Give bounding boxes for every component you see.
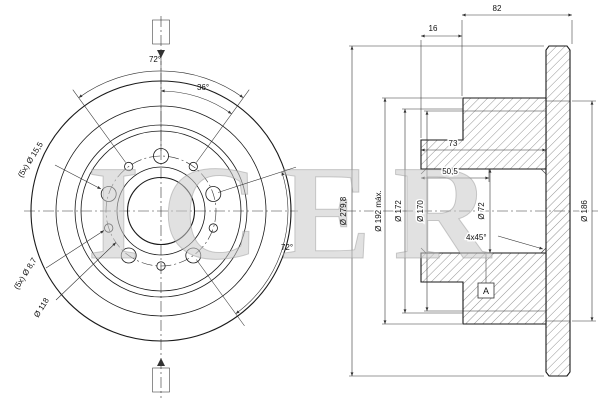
centre-bore-circle bbox=[126, 176, 196, 246]
section-arrow-icon bbox=[157, 50, 165, 58]
dia-170-label: Ø 170 bbox=[416, 200, 425, 222]
section-view bbox=[345, 13, 598, 377]
vent-holes bbox=[104, 161, 218, 271]
vent-hole bbox=[156, 261, 166, 271]
chamfer-leader bbox=[497, 235, 544, 250]
vent-holes-label: (5x) Ø 8,7 bbox=[12, 256, 39, 291]
extension-lines bbox=[349, 20, 596, 377]
dia-186-label: Ø 186 bbox=[580, 200, 589, 222]
dimension-lines bbox=[350, 13, 594, 377]
section-plane-marker-bottom bbox=[152, 358, 170, 393]
section-plane-marker-top bbox=[152, 19, 170, 58]
chamfer-note-label: 4x45° bbox=[466, 233, 487, 242]
bolt-hole bbox=[100, 186, 117, 202]
angle-72-right-label: 72° bbox=[281, 243, 293, 252]
angle-72-top-label: 72° bbox=[149, 55, 161, 64]
feature-lines bbox=[420, 100, 570, 322]
bolt-holes-label: (5x) Ø 15,5 bbox=[16, 140, 45, 179]
icer-watermark: ICER bbox=[87, 139, 513, 288]
bolt-hole bbox=[205, 186, 222, 202]
hub-circle bbox=[116, 166, 206, 256]
outer-diameter-label: Ø 279,8 bbox=[339, 196, 348, 225]
datum-flag bbox=[477, 254, 495, 299]
datum-a-label: A bbox=[483, 286, 489, 296]
angle-36-label: 36° bbox=[197, 83, 209, 92]
section-view-labels: Ø 279,8 Ø 192 máx. Ø 172 Ø 170 Ø 72 Ø 18… bbox=[339, 4, 591, 296]
section-arrow-icon bbox=[157, 358, 165, 366]
overall-width-label: 82 bbox=[493, 4, 502, 13]
vent-hole bbox=[124, 161, 134, 172]
vent-hole bbox=[188, 161, 198, 172]
vent-hole bbox=[104, 223, 114, 233]
depth-50-5-label: 50,5 bbox=[442, 167, 458, 176]
depth-73-label: 73 bbox=[449, 139, 458, 148]
pitch-circle-label: Ø 118 bbox=[32, 296, 51, 319]
bolt-hole bbox=[185, 247, 202, 264]
centre-bore-label: Ø 72 bbox=[477, 202, 486, 220]
bolt-hole bbox=[120, 247, 137, 264]
dia-172-label: Ø 172 bbox=[394, 200, 403, 222]
bolt-pitch-circle bbox=[105, 155, 217, 267]
bolt-holes bbox=[100, 148, 222, 264]
vent-hole bbox=[208, 223, 218, 233]
hub-offset-label: 16 bbox=[429, 24, 438, 33]
max-diameter-label: Ø 192 máx. bbox=[374, 190, 383, 231]
